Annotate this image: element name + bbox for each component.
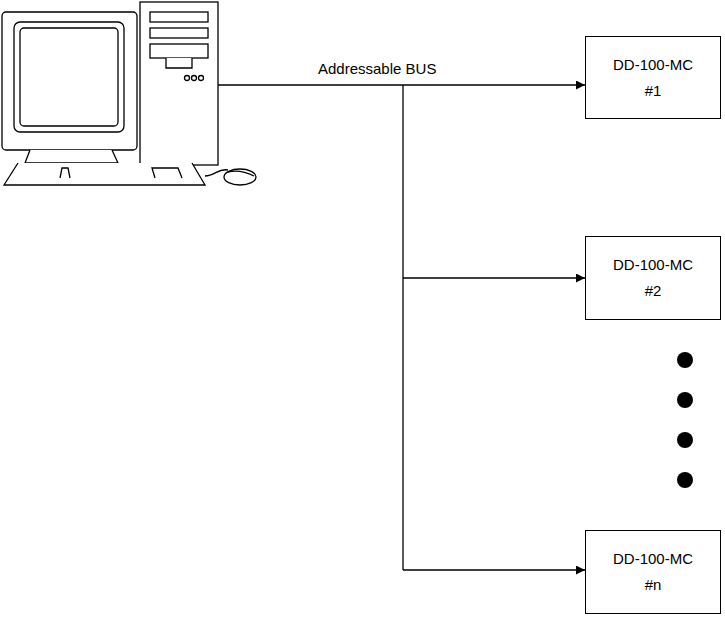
- bus-wiring: [218, 85, 585, 570]
- device-box: DD-100-MC #2: [585, 236, 721, 320]
- bus-line: [403, 569, 585, 570]
- bus-line: [218, 84, 585, 85]
- bus-line: [402, 85, 403, 570]
- device-model: DD-100-MC: [613, 550, 693, 568]
- continuation-dots: [677, 352, 693, 488]
- device-number: #1: [645, 82, 662, 100]
- device-model: DD-100-MC: [613, 56, 693, 74]
- device-number: #n: [645, 576, 662, 594]
- computer-illustration: [2, 2, 256, 185]
- bus-label: Addressable BUS: [318, 60, 436, 78]
- device-number: #2: [645, 282, 662, 300]
- bus-line: [403, 277, 585, 278]
- device-box: DD-100-MC #n: [585, 530, 721, 614]
- device-model: DD-100-MC: [613, 256, 693, 274]
- device-box: DD-100-MC #1: [585, 36, 721, 119]
